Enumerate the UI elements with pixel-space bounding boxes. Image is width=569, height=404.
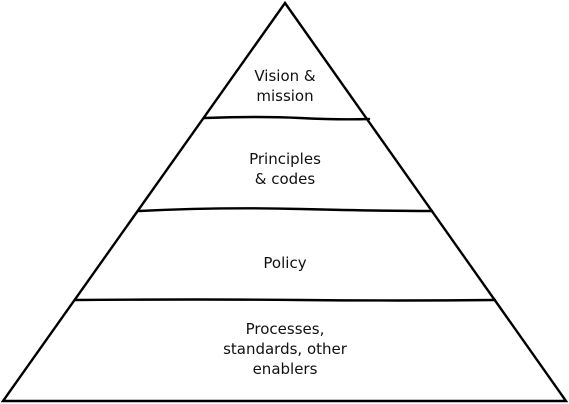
- tier-vision: Vision & mission: [254, 67, 316, 105]
- divider-principles-policy: [137, 207, 434, 213]
- tier-processes-label-line-1: Processes,: [246, 320, 325, 338]
- tier-policy: Policy: [263, 254, 306, 272]
- divider-vision-principles: [202, 115, 371, 121]
- tier-vision-label-line-2: mission: [256, 87, 313, 105]
- tier-vision-label-line-1: Vision &: [254, 67, 316, 85]
- tier-principles: Principles & codes: [249, 150, 321, 188]
- divider-policy-processes: [73, 298, 497, 302]
- tier-policy-label: Policy: [263, 254, 306, 272]
- tier-processes-label-line-2: standards, other: [223, 340, 348, 358]
- tier-processes: Processes, standards, other enablers: [223, 320, 348, 378]
- tier-principles-label-line-1: Principles: [249, 150, 321, 168]
- tier-processes-label-line-3: enablers: [253, 360, 318, 378]
- tier-principles-label-line-2: & codes: [255, 170, 316, 188]
